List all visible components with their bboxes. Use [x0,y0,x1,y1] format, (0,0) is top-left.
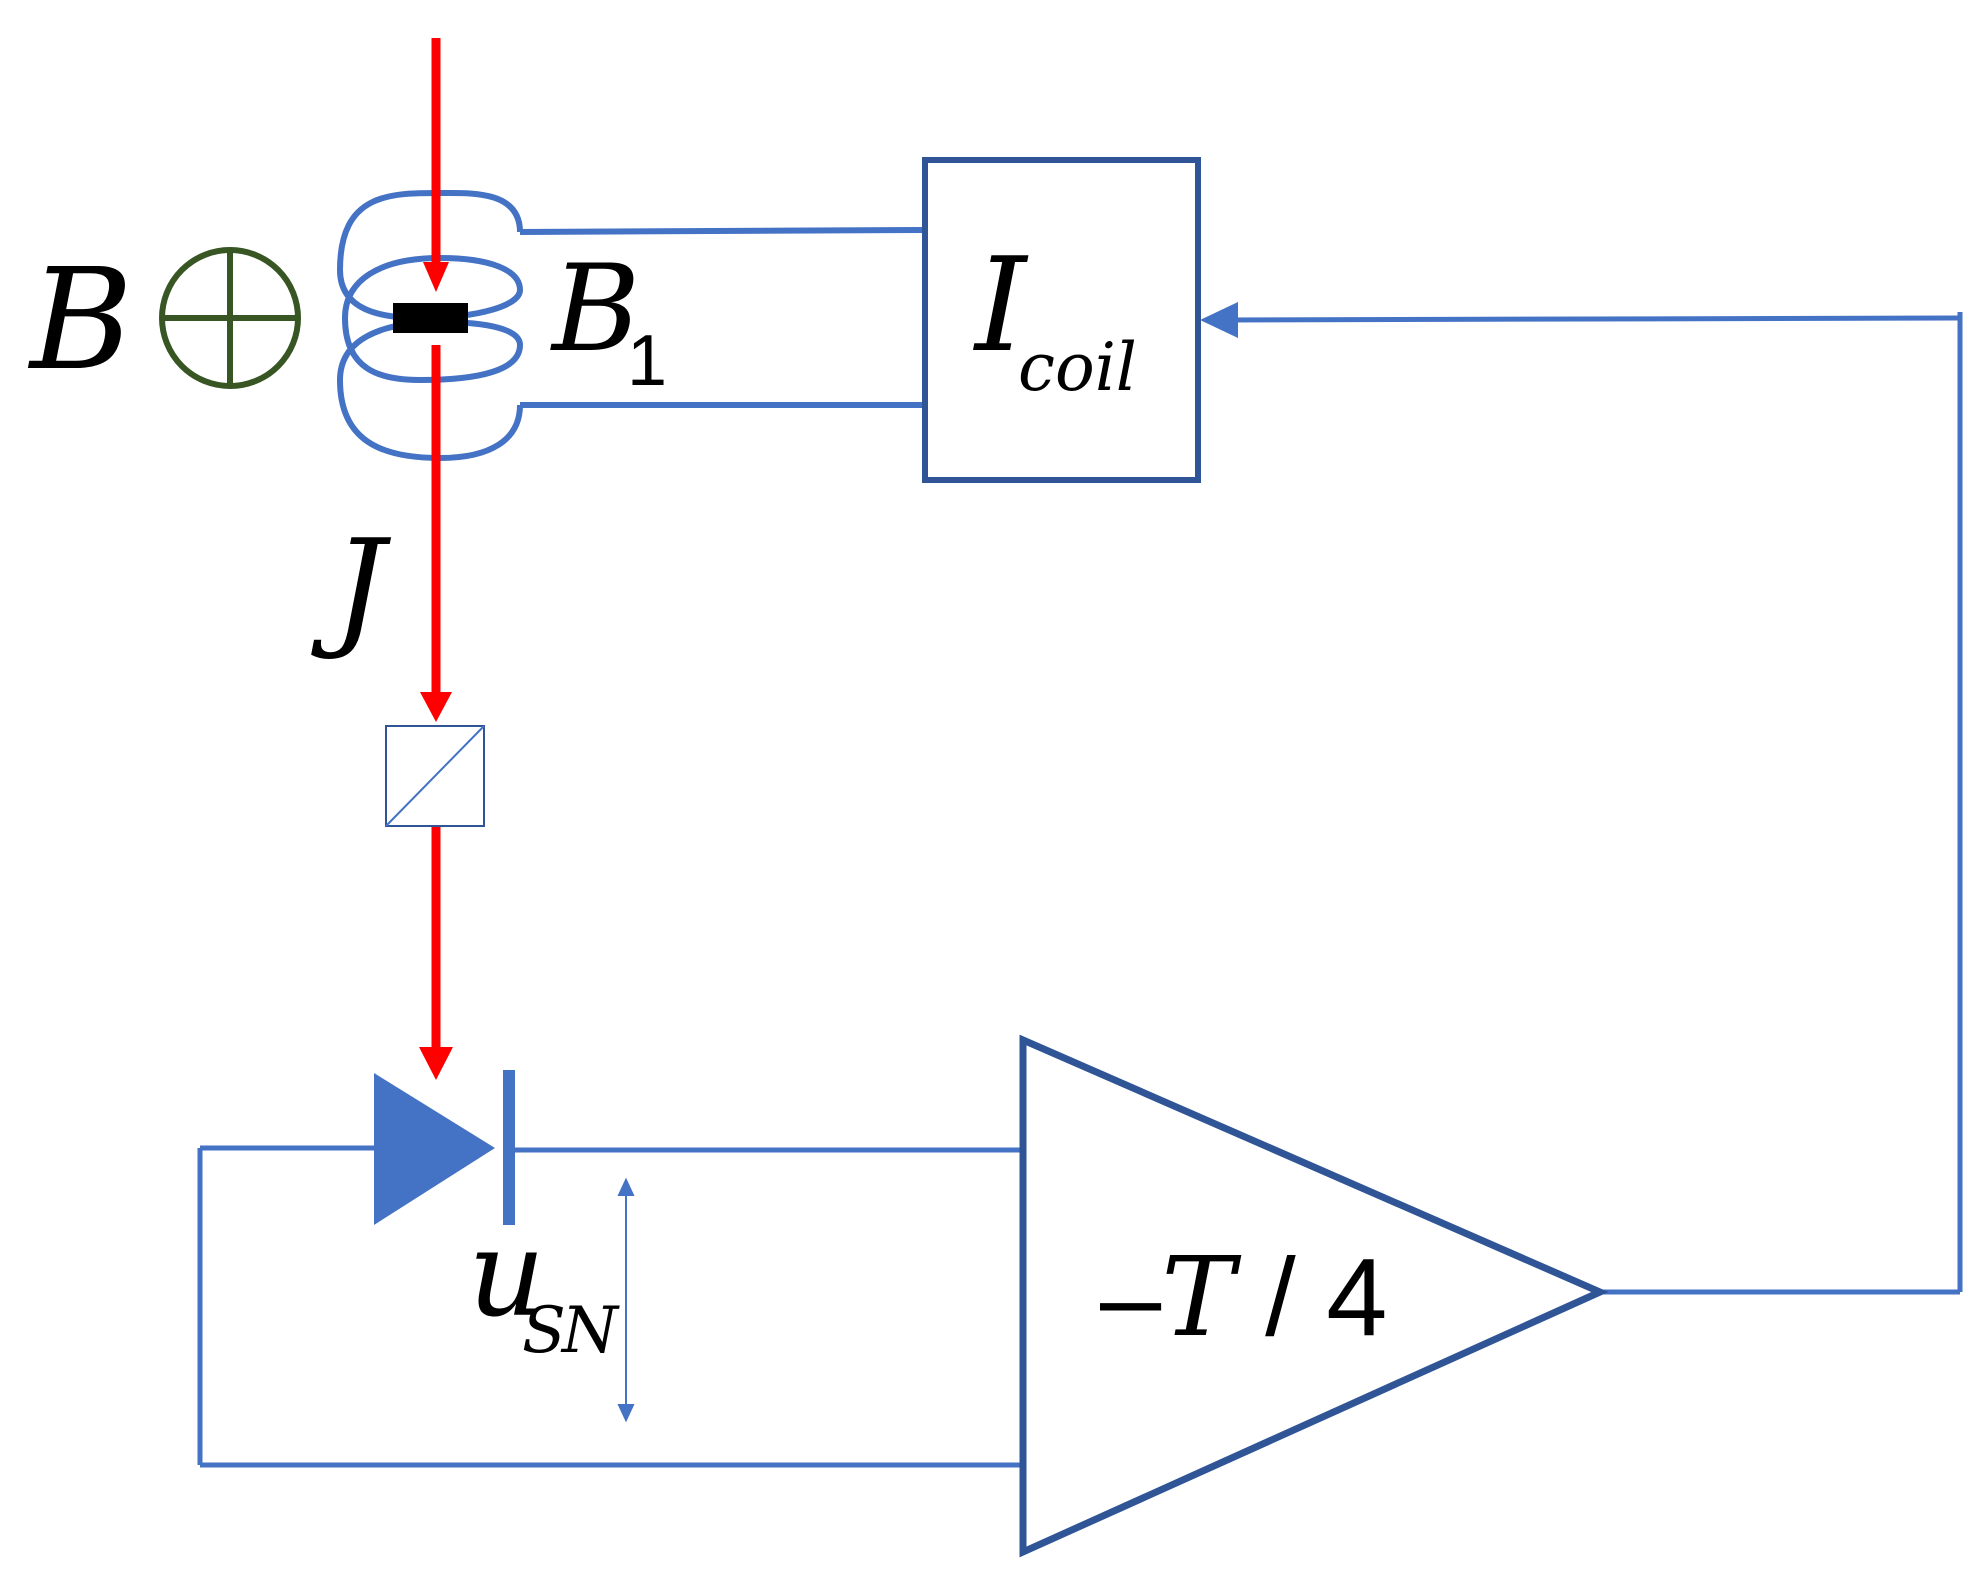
voltage-u-label: u [468,1205,545,1344]
field-b-label: B [27,239,133,402]
voltage-subscript: SN [522,1294,620,1368]
field-b1-subscript: 1 [627,321,667,401]
amplifier-sign: – [1100,1236,1162,1359]
wiring [197,312,1963,1468]
coil-current-box [922,157,1201,483]
photodiode-icon [374,1070,515,1225]
coil-current-label: I [973,229,1029,381]
current-j-label: J [311,511,392,663]
field-b1-label: B [550,240,640,379]
voltage-arrow-icon [617,1177,635,1423]
laser-beam [419,38,453,1080]
amplifier-divisor: / 4 [1235,1236,1388,1359]
field-into-page-icon [159,247,301,389]
feedback-arrowhead-icon [1200,302,1238,338]
coil-current-subscript: coil [1018,329,1137,406]
sample-cell [393,303,468,333]
amplifier-gain-label: –T / 4 [1100,1233,1387,1361]
amplifier-icon [1019,1034,1609,1558]
polarizer-icon [385,725,485,827]
amplifier-t: T [1161,1233,1242,1361]
